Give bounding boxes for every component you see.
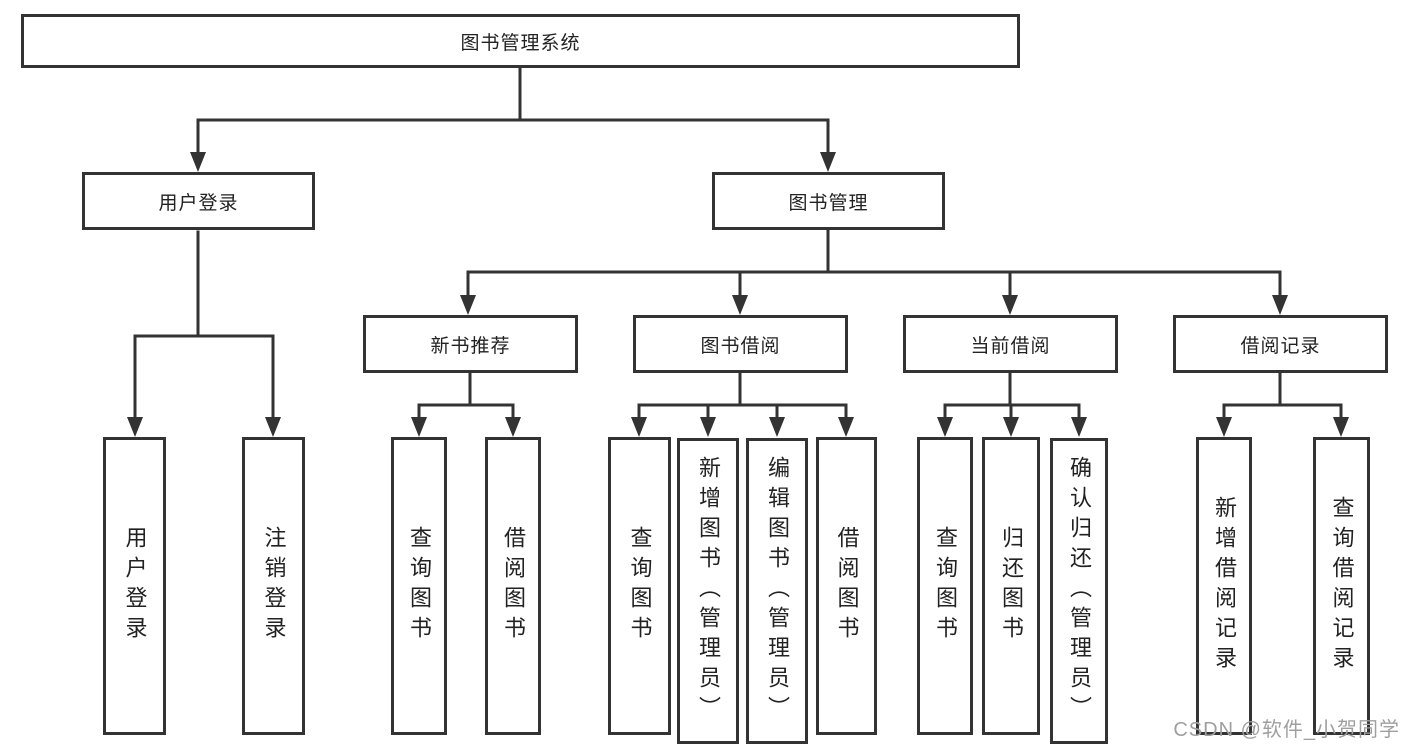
leaf-label: 用户登录	[122, 526, 148, 646]
node-book-borrow: 图书借阅	[633, 315, 848, 373]
leaf-user-login: 用户登录	[103, 437, 166, 735]
leaf-label: 借阅图书	[501, 526, 526, 646]
leaf-label: 借阅图书	[834, 526, 860, 646]
leaf-label: 编辑图书（管理员）	[765, 456, 790, 726]
leaf-label: 新增借阅记录	[1212, 496, 1237, 676]
node-label: 图书借阅	[700, 335, 781, 357]
arrowheads	[127, 152, 1349, 437]
node-book-management-branch: 图书管理	[712, 172, 945, 230]
leaf-label: 查询图书	[933, 526, 958, 646]
leaf-query-books-recommend: 查询图书	[391, 437, 447, 735]
node-borrow-record: 借阅记录	[1173, 315, 1388, 373]
leaf-label: 查询图书	[407, 526, 432, 646]
leaf-borrow-books: 借阅图书	[816, 437, 877, 735]
leaf-borrow-books-recommend: 借阅图书	[485, 437, 541, 735]
leaf-query-books-borrow: 查询图书	[608, 437, 671, 735]
node-user-login-branch: 用户登录	[82, 172, 315, 230]
csdn-watermark: CSDN @软件_小贺同学	[1173, 719, 1400, 741]
leaf-confirm-return-admin: 确认归还（管理员）	[1050, 438, 1108, 744]
node-label: 借阅记录	[1240, 335, 1321, 357]
node-label: 图书管理系统	[460, 32, 581, 54]
node-label: 当前借阅	[970, 335, 1051, 357]
leaf-add-borrow-record: 新增借阅记录	[1196, 437, 1252, 735]
node-current-borrow: 当前借阅	[903, 315, 1118, 373]
node-label: 新书推荐	[430, 335, 511, 357]
leaf-logout: 注销登录	[242, 437, 305, 735]
leaf-return-books: 归还图书	[982, 437, 1040, 735]
node-label: 图书管理	[788, 192, 869, 214]
leaf-add-books-admin: 新增图书（管理员）	[677, 438, 739, 744]
leaf-label: 查询图书	[627, 526, 653, 646]
leaf-label: 确认归还（管理员）	[1067, 456, 1092, 726]
node-library-management-system: 图书管理系统	[21, 14, 1020, 68]
leaf-label: 查询借阅记录	[1329, 496, 1355, 676]
leaf-label: 注销登录	[261, 526, 287, 646]
leaf-query-books-current: 查询图书	[917, 437, 973, 735]
leaf-label: 新增图书（管理员）	[696, 456, 721, 726]
node-new-book-recommend: 新书推荐	[363, 315, 578, 373]
leaf-edit-books-admin: 编辑图书（管理员）	[746, 438, 808, 744]
node-label: 用户登录	[158, 192, 239, 214]
leaf-label: 归还图书	[999, 526, 1024, 646]
leaf-query-borrow-record: 查询借阅记录	[1313, 437, 1370, 735]
